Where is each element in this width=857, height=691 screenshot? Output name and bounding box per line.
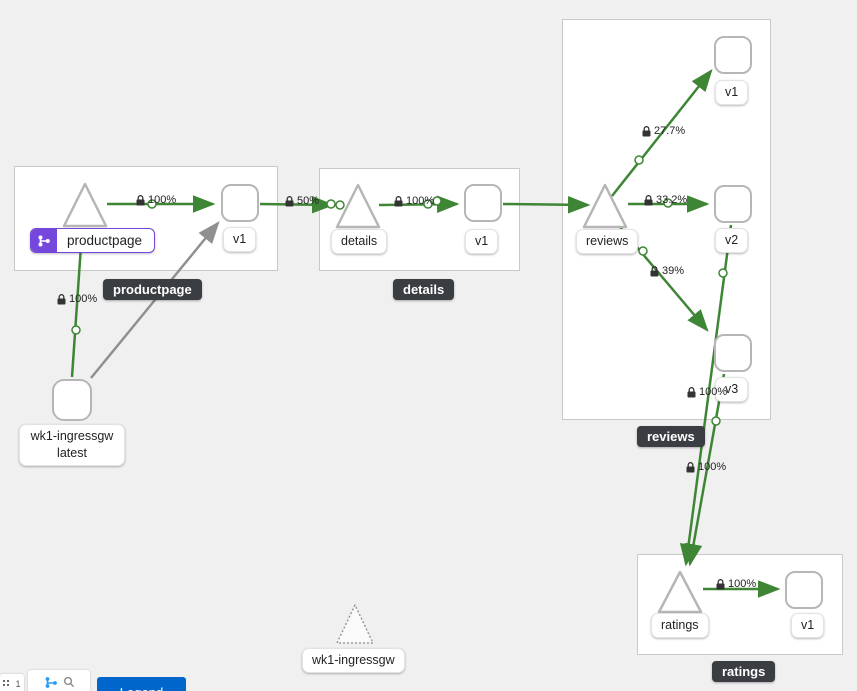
edge-label-reviews-v3: 39% bbox=[650, 265, 684, 277]
label-productpage-v1[interactable]: v1 bbox=[223, 227, 257, 252]
group-chip-productpage[interactable]: productpage bbox=[103, 279, 202, 300]
productpage-app-badge[interactable]: productpage bbox=[30, 228, 156, 253]
lock-icon bbox=[285, 195, 294, 206]
node-productpage-v1[interactable] bbox=[221, 184, 259, 222]
zoom-level-value: 1 bbox=[15, 679, 21, 689]
edge-to-reviews[interactable] bbox=[502, 196, 591, 214]
node-details-v1[interactable] bbox=[464, 184, 502, 222]
edge-ingress-to-productpage-v1[interactable] bbox=[90, 221, 220, 379]
edge-reviews-v2-to-ratings[interactable] bbox=[679, 224, 733, 567]
graph-tools-tile[interactable] bbox=[28, 670, 90, 691]
lock-icon bbox=[687, 386, 696, 397]
lock-icon bbox=[136, 194, 145, 205]
edge-label-ingress-productpage: 100% bbox=[57, 293, 97, 305]
edge-label-v3-ratings: 100% bbox=[687, 386, 727, 398]
lock-icon bbox=[644, 194, 653, 205]
legend-button[interactable]: Legend bbox=[97, 677, 186, 691]
edge-label-details-v1: 100% bbox=[394, 195, 434, 207]
node-details-app[interactable] bbox=[335, 183, 381, 229]
edge-details-to-v1[interactable] bbox=[378, 195, 460, 214]
productpage-app-label: productpage bbox=[67, 233, 143, 248]
lock-icon bbox=[394, 195, 403, 206]
lock-icon bbox=[642, 125, 651, 136]
label-details-v1[interactable]: v1 bbox=[465, 229, 499, 254]
label-ingressgw-idle[interactable]: wk1-ingressgw bbox=[302, 648, 405, 673]
node-ingressgw-workload[interactable] bbox=[52, 379, 92, 421]
group-chip-details[interactable]: details bbox=[393, 279, 455, 300]
edge-label-v2-ratings: 100% bbox=[686, 461, 726, 473]
edge-label-ratings-v1: 100% bbox=[716, 578, 756, 590]
lock-icon bbox=[650, 265, 659, 276]
node-reviews-v1[interactable] bbox=[714, 36, 752, 74]
node-ratings-app[interactable] bbox=[657, 570, 703, 614]
magnifier-icon[interactable] bbox=[63, 676, 75, 688]
label-reviews-v2[interactable]: v2 bbox=[715, 228, 749, 253]
app-branch-icon bbox=[31, 229, 57, 252]
edge-label-productpage-v1: 100% bbox=[136, 194, 176, 206]
label-ingressgw-workload[interactable]: wk1-ingressgw latest bbox=[19, 424, 125, 466]
node-productpage-app[interactable] bbox=[62, 182, 108, 228]
zoom-level-tile[interactable]: 1 bbox=[0, 674, 24, 691]
edge-reviews-v3-to-ratings[interactable] bbox=[684, 373, 726, 567]
lock-icon bbox=[716, 578, 725, 589]
drag-handle-icon bbox=[3, 680, 10, 686]
edge-reviews-to-v1[interactable] bbox=[611, 69, 713, 197]
node-reviews-v3[interactable] bbox=[714, 334, 752, 372]
node-reviews-app[interactable] bbox=[582, 183, 628, 229]
node-reviews-v2[interactable] bbox=[714, 185, 752, 223]
label-reviews-v3[interactable]: v3 bbox=[715, 377, 749, 402]
group-chip-reviews[interactable]: reviews bbox=[637, 426, 705, 447]
label-ratings-v1[interactable]: v1 bbox=[791, 613, 825, 638]
node-ingressgw-idle[interactable] bbox=[336, 604, 374, 644]
edge-label-reviews-v2: 33.2% bbox=[644, 194, 687, 206]
group-chip-ratings[interactable]: ratings bbox=[712, 661, 776, 682]
edge-waypoint-circles bbox=[71, 155, 728, 426]
lock-icon bbox=[686, 461, 695, 472]
graph-layout-icon[interactable] bbox=[44, 676, 58, 689]
label-details-app[interactable]: details bbox=[331, 229, 388, 254]
label-ratings-app[interactable]: ratings bbox=[651, 613, 709, 638]
ingressgw-name: wk1-ingressgw bbox=[30, 429, 114, 443]
edge-label-reviews-v1: 27.7% bbox=[642, 125, 685, 137]
label-reviews-v1[interactable]: v1 bbox=[715, 80, 749, 105]
node-ratings-v1[interactable] bbox=[785, 571, 823, 609]
edge-label-productpage-details: 50% bbox=[285, 195, 319, 207]
edge-ingress-to-productpage[interactable] bbox=[70, 228, 90, 378]
lock-icon bbox=[57, 293, 66, 304]
label-reviews-app[interactable]: reviews bbox=[576, 229, 639, 254]
ingressgw-version: latest bbox=[57, 445, 87, 460]
edge-productpage-to-details[interactable] bbox=[259, 195, 335, 214]
